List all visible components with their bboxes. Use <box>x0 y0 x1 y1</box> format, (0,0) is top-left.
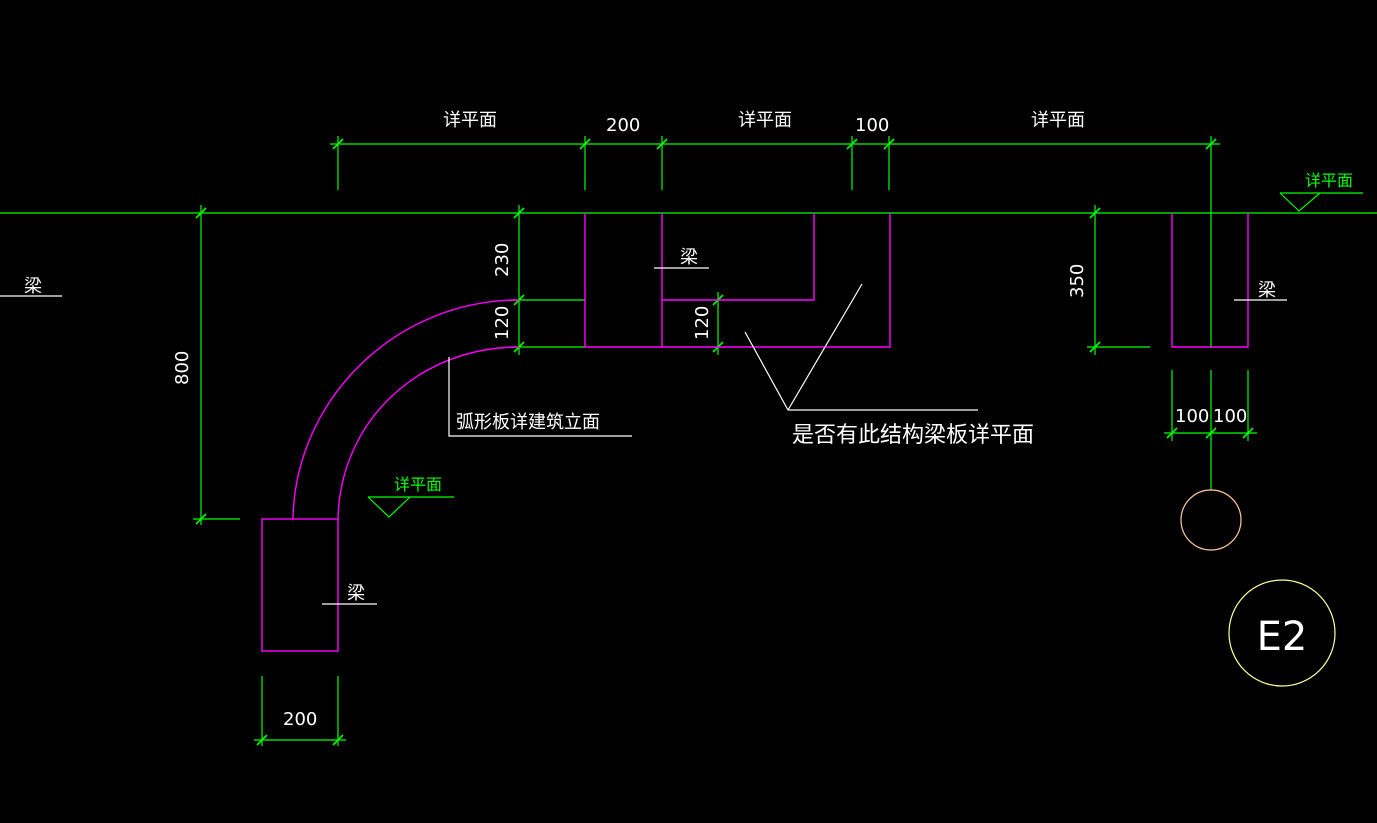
tag-label: E2 <box>1257 614 1308 660</box>
dim-top-100: 100 <box>855 115 889 136</box>
dim-right-100-a: 100 <box>1175 406 1209 427</box>
beam-label-right: 梁 <box>1258 280 1276 301</box>
dim-right-100-chain <box>1164 370 1257 490</box>
dim-230: 230 <box>492 243 513 277</box>
level-label-right: 详平面 <box>1305 171 1353 190</box>
dim-top-mid: 详平面 <box>738 110 792 131</box>
axis-bubble <box>1180 489 1242 551</box>
level-label-left: 详平面 <box>394 475 442 494</box>
dim-800: 800 <box>172 351 193 385</box>
dim-120-left: 120 <box>492 306 513 340</box>
beam-label-left: 梁 <box>24 276 42 297</box>
dim-top-right: 详平面 <box>1031 110 1085 131</box>
level-marker-right <box>1279 192 1363 212</box>
beam-label-mid: 梁 <box>680 247 698 268</box>
dim-350-chain <box>1087 205 1150 355</box>
dim-120-mid-chain <box>712 292 724 355</box>
dim-120-mid: 120 <box>692 306 713 340</box>
dim-bottom-200: 200 <box>283 709 317 730</box>
arc-note: 弧形板详建筑立面 <box>456 412 600 433</box>
question-note: 是否有此结构梁板详平面 <box>792 423 1034 448</box>
dim-800-chain <box>193 205 240 525</box>
tag-circle <box>1228 579 1336 687</box>
dim-350: 350 <box>1067 264 1088 298</box>
top-dimension-chain <box>330 136 1220 348</box>
dim-230-120-chain <box>511 205 585 355</box>
dim-right-100-b: 100 <box>1213 406 1247 427</box>
dim-bottom-200-chain <box>254 676 346 746</box>
level-marker-left <box>367 496 454 518</box>
dim-top-left: 详平面 <box>443 110 497 131</box>
structure-outline <box>261 213 1249 652</box>
question-leader <box>744 283 978 411</box>
dim-top-200: 200 <box>606 115 640 136</box>
beam-label-bottom: 梁 <box>347 583 365 604</box>
